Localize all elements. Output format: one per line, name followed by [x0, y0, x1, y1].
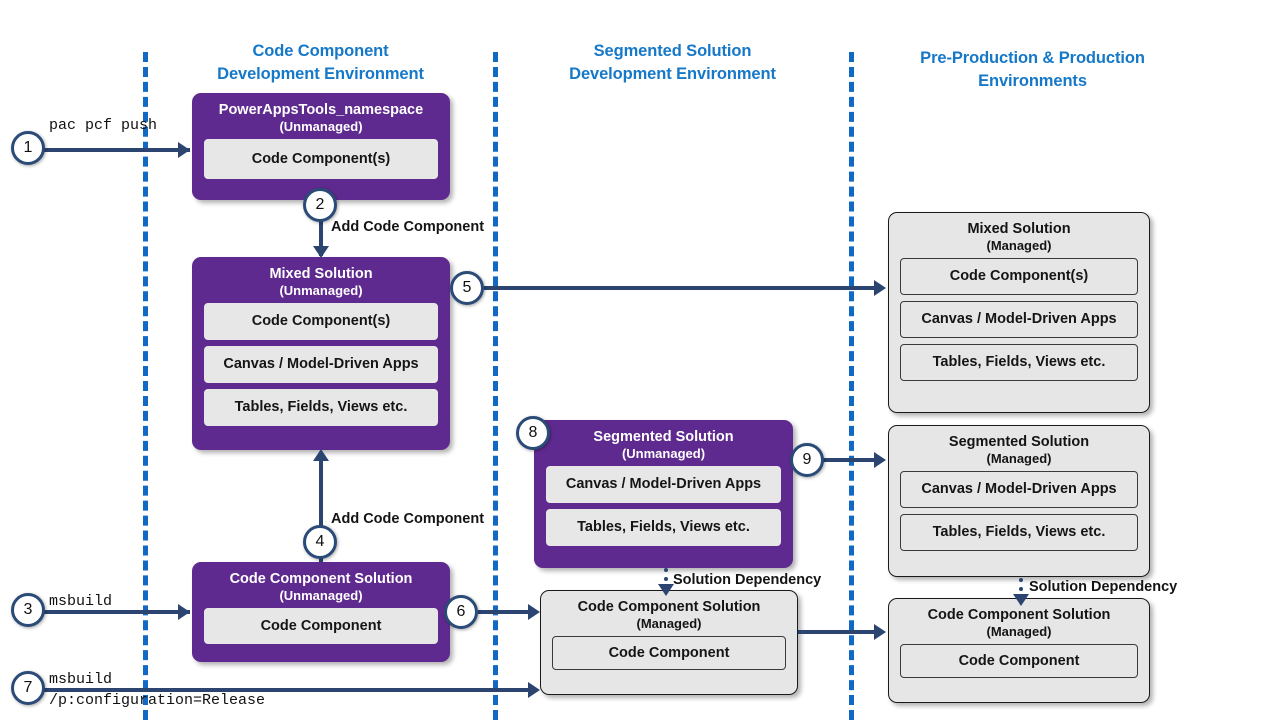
box-powerappstools-namespace[interactable]: PowerAppsTools_namespace (Unmanaged) Cod…	[192, 93, 450, 200]
box-item-tables-fields-views[interactable]: Tables, Fields, Views etc.	[900, 513, 1138, 551]
box-subtitle-text: (Unmanaged)	[621, 446, 706, 462]
step-badge-6[interactable]: 6	[444, 595, 478, 629]
box-title: Code Component Solution (Managed)	[889, 599, 1149, 644]
connector-mid-to-right-line	[798, 630, 876, 634]
edge-label-add-code-component-top: Add Code Component	[331, 219, 485, 235]
box-title: Segmented Solution (Managed)	[889, 426, 1149, 471]
box-title-text: Segmented Solution	[593, 429, 734, 445]
box-subtitle-text: (Unmanaged)	[279, 283, 363, 299]
box-item-canvas-model-driven-apps[interactable]: Canvas / Model-Driven Apps	[546, 465, 781, 503]
lane-title-line1: Segmented Solution	[593, 42, 752, 60]
box-mixed-solution-unmanaged[interactable]: Mixed Solution (Unmanaged) Code Componen…	[192, 257, 450, 450]
connector-step5-arrow	[874, 280, 886, 296]
connector-step9-arrow	[874, 452, 886, 468]
box-subtitle-text: (Managed)	[986, 451, 1052, 467]
box-item-code-components[interactable]: Code Component(s)	[204, 302, 438, 340]
box-subtitle-text: (Managed)	[986, 624, 1052, 640]
box-item-code-component[interactable]: Code Component	[204, 607, 438, 644]
edge-label-add-code-component-bottom: Add Code Component	[331, 511, 485, 527]
box-subtitle-text: (Managed)	[636, 616, 702, 632]
solution-dependency-line-right	[1019, 578, 1023, 600]
edge-label-solution-dependency-right: Solution Dependency	[1029, 579, 1178, 595]
box-segmented-solution-managed[interactable]: Segmented Solution (Managed) Canvas / Mo…	[888, 425, 1150, 577]
command-msbuild-release-line1: msbuild	[49, 671, 113, 688]
lane-title-line1: Code Component	[252, 42, 389, 60]
box-title-text: Code Component Solution	[229, 571, 413, 587]
connector-step7-arrow	[528, 682, 540, 698]
box-code-component-solution-managed-right[interactable]: Code Component Solution (Managed) Code C…	[888, 598, 1150, 703]
step-badge-7[interactable]: 7	[11, 671, 45, 705]
box-item-code-component[interactable]: Code Component	[900, 643, 1138, 678]
step-badge-8[interactable]: 8	[516, 416, 550, 450]
command-msbuild: msbuild	[49, 593, 113, 610]
connector-step6-line	[478, 610, 536, 614]
lane-title-pre-prod-prod: Pre-Production & Production Environments	[880, 47, 1185, 94]
box-title-text: Mixed Solution	[269, 266, 373, 282]
lane-separator-2	[493, 52, 498, 720]
connector-step1-line	[42, 148, 190, 152]
box-title-text: PowerAppsTools_namespace	[218, 102, 424, 118]
step-badge-3[interactable]: 3	[11, 593, 45, 627]
connector-step2-line	[319, 200, 323, 256]
box-item-canvas-model-driven-apps[interactable]: Canvas / Model-Driven Apps	[900, 470, 1138, 508]
command-msbuild-release-line2: /p:configuration=Release	[49, 692, 266, 709]
box-item-canvas-model-driven-apps[interactable]: Canvas / Model-Driven Apps	[204, 345, 438, 383]
solution-dependency-arrow-right	[1013, 594, 1029, 606]
box-subtitle-text: (Unmanaged)	[279, 119, 363, 135]
box-subtitle-text: (Managed)	[986, 238, 1052, 254]
command-pac-pcf-push: pac pcf push	[49, 117, 158, 134]
solution-dependency-arrow-mid	[658, 584, 674, 596]
box-title-text: Code Component Solution	[927, 607, 1111, 623]
box-title: Mixed Solution (Managed)	[889, 213, 1149, 258]
lane-title-segmented-solution-dev: Segmented Solution Development Environme…	[520, 40, 825, 87]
step-badge-2[interactable]: 2	[303, 188, 337, 222]
connector-step9-line	[822, 458, 876, 462]
connector-step3-line	[42, 610, 190, 614]
box-item-canvas-model-driven-apps[interactable]: Canvas / Model-Driven Apps	[900, 300, 1138, 338]
box-title: PowerAppsTools_namespace (Unmanaged)	[193, 94, 449, 139]
connector-step2-arrow	[313, 246, 329, 258]
box-title: Segmented Solution (Unmanaged)	[535, 421, 792, 466]
step-badge-4[interactable]: 4	[303, 525, 337, 559]
box-item-tables-fields-views[interactable]: Tables, Fields, Views etc.	[900, 343, 1138, 381]
lane-title-line2: Development Environment	[217, 65, 424, 84]
lane-separator-3	[849, 52, 854, 720]
box-code-component-solution-unmanaged[interactable]: Code Component Solution (Unmanaged) Code…	[192, 562, 450, 662]
lane-title-line2: Environments	[978, 72, 1087, 91]
edge-label-solution-dependency-mid: Solution Dependency	[673, 572, 822, 588]
connector-step7-line	[42, 688, 536, 692]
step-badge-1[interactable]: 1	[11, 131, 45, 165]
step-badge-5[interactable]: 5	[450, 271, 484, 305]
box-title-text: Mixed Solution	[967, 221, 1071, 237]
connector-step4-arrow	[313, 449, 329, 461]
box-segmented-solution-unmanaged[interactable]: Segmented Solution (Unmanaged) Canvas / …	[534, 420, 793, 568]
box-title-text: Code Component Solution	[577, 599, 761, 615]
box-title: Code Component Solution (Managed)	[541, 591, 797, 636]
solution-dependency-line-mid	[664, 568, 668, 590]
box-item-tables-fields-views[interactable]: Tables, Fields, Views etc.	[546, 508, 781, 546]
box-title: Mixed Solution (Unmanaged)	[193, 258, 449, 303]
connector-step6-arrow	[528, 604, 540, 620]
step-badge-9[interactable]: 9	[790, 443, 824, 477]
box-item-code-components[interactable]: Code Component(s)	[900, 257, 1138, 295]
lane-title-code-component-dev: Code Component Development Environment	[168, 40, 473, 87]
connector-mid-to-right-arrow	[874, 624, 886, 640]
box-title: Code Component Solution (Unmanaged)	[193, 563, 449, 608]
lane-title-line2: Development Environment	[569, 65, 776, 84]
connector-step4-line	[319, 455, 323, 562]
box-item-code-components[interactable]: Code Component(s)	[204, 138, 438, 179]
connector-step3-arrow	[178, 604, 190, 620]
box-title-text: Segmented Solution	[948, 434, 1090, 450]
connector-step1-arrow	[178, 142, 190, 158]
box-item-tables-fields-views[interactable]: Tables, Fields, Views etc.	[204, 388, 438, 426]
box-subtitle-text: (Unmanaged)	[279, 588, 363, 604]
lane-title-line1: Pre-Production & Production	[920, 49, 1145, 67]
box-mixed-solution-managed[interactable]: Mixed Solution (Managed) Code Component(…	[888, 212, 1150, 413]
lane-separator-1	[143, 52, 148, 720]
box-item-code-component[interactable]: Code Component	[552, 635, 786, 670]
box-code-component-solution-managed-middle[interactable]: Code Component Solution (Managed) Code C…	[540, 590, 798, 695]
connector-step5-line	[484, 286, 876, 290]
